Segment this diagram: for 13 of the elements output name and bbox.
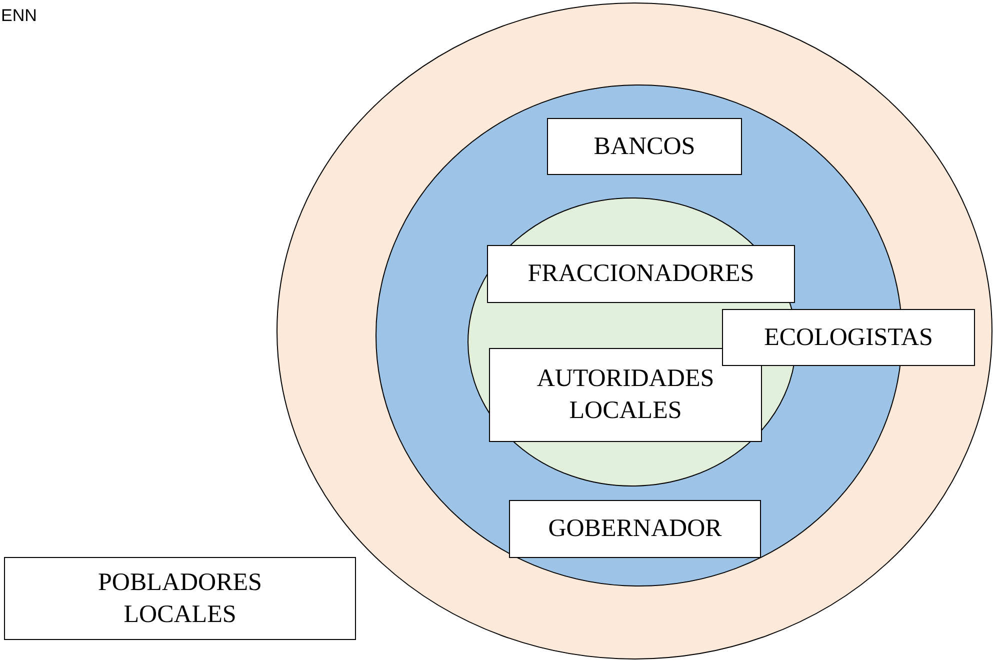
label-box bbox=[487, 245, 795, 303]
label-box bbox=[509, 500, 761, 558]
box-text: AUTORIDADES LOCALES bbox=[536, 364, 716, 426]
corner-label: ENN bbox=[1, 6, 37, 26]
box-text: ECOLOGISTAS bbox=[764, 322, 933, 352]
label-box bbox=[4, 557, 356, 640]
label-box bbox=[722, 309, 975, 366]
box-text: FRACCIONADORES bbox=[528, 259, 754, 289]
label-box bbox=[547, 118, 742, 175]
box-text: GOBERNADOR bbox=[548, 514, 722, 544]
box-text: BANCOS bbox=[594, 132, 696, 162]
label-box bbox=[489, 348, 762, 442]
box-text: POBLADORES LOCALES bbox=[97, 568, 263, 630]
